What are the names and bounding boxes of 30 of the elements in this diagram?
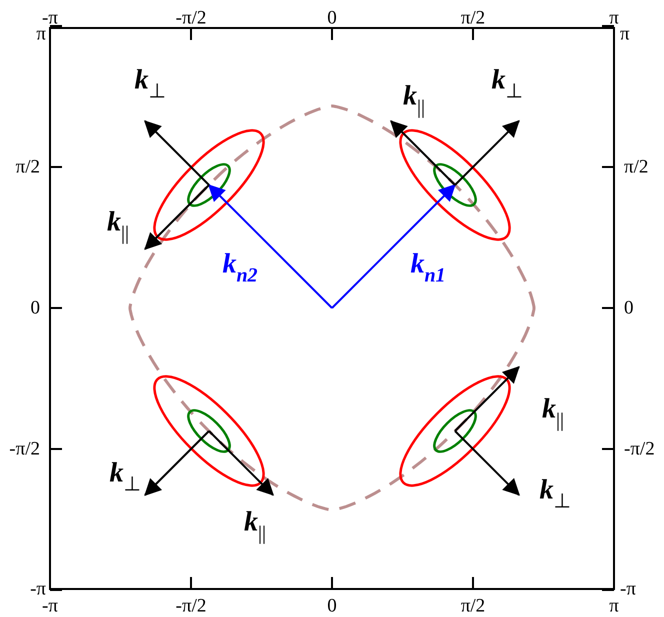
axis-tick-label: π	[609, 8, 619, 28]
vector-label: k$_{n1}$	[410, 250, 446, 286]
axis-tick-label: π	[36, 24, 46, 44]
axis-tick-label: π/2	[16, 158, 40, 176]
axis-tick-label: -π/2	[624, 440, 655, 458]
axis-tick-label: -π	[42, 596, 58, 616]
axis-tick-label: -π/2	[176, 8, 206, 28]
vector-label: k$_{⊥}$	[492, 66, 522, 102]
axis-tick-label: 0	[30, 298, 40, 318]
axis-tick-label: -π	[620, 580, 636, 598]
vector-label: k$_{⊥}$	[540, 476, 570, 512]
axis-tick-label: π	[620, 24, 630, 44]
axis-tick-label: -π	[42, 8, 58, 28]
axis-tick-label: -π/2	[176, 596, 206, 616]
vector-label: k$_{||}$	[244, 508, 266, 544]
axis-tick-label: π/2	[460, 8, 486, 28]
vector-label: k$_{||}$	[403, 82, 425, 118]
vector-label: k$_{⊥}$	[134, 66, 166, 102]
axis-tick-label: π/2	[624, 158, 648, 176]
vector-label: k$_{n2}$	[222, 250, 258, 286]
axis-tick-label: 0	[327, 8, 337, 28]
vector-label: k$_{||}$	[542, 396, 564, 430]
axis-tick-label: π/2	[460, 596, 486, 616]
axis-tick-label: -π	[30, 580, 46, 598]
axis-tick-label: 0	[624, 298, 634, 318]
axis-tick-label: -π/2	[9, 440, 40, 458]
vector-label: k$_{⊥}$	[110, 460, 140, 494]
vector-label: k$_{||}$	[107, 208, 129, 244]
axis-tick-label: 0	[327, 596, 337, 616]
axis-tick-label: π	[609, 596, 619, 616]
